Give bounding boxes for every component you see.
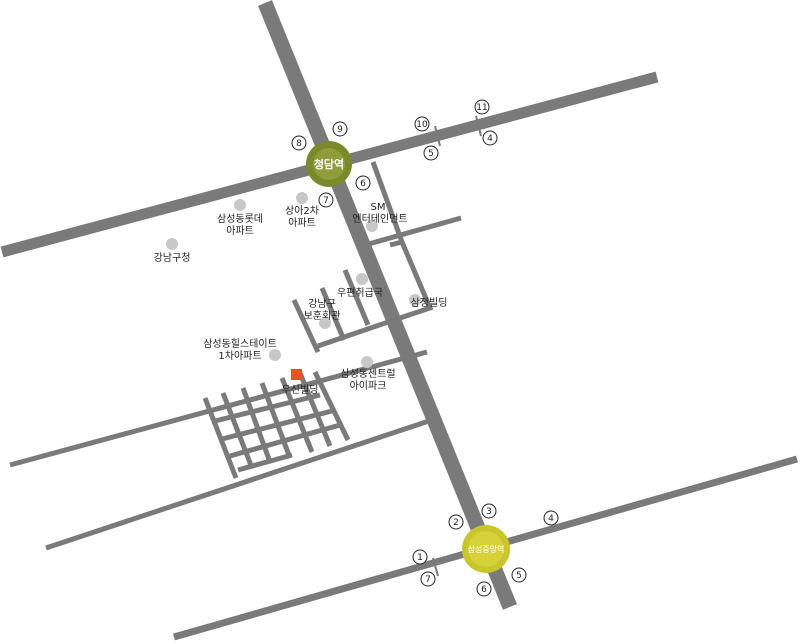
exit-9: 9	[337, 125, 343, 135]
label-lotte-1: 삼성동롯데	[217, 213, 263, 225]
label-bohun-1: 강남구	[308, 298, 336, 310]
exit-1b: 1	[417, 553, 423, 563]
exit-7b: 7	[425, 575, 431, 585]
road-samjeong-loop	[317, 161, 434, 349]
road-post	[342, 269, 371, 326]
road-main-diagonal	[258, 0, 517, 610]
exit-6: 6	[360, 179, 366, 189]
poi-bohun	[319, 317, 331, 329]
label-sanga-2: 아파트	[288, 217, 316, 229]
road-sm-branch	[364, 215, 462, 248]
label-hills-2: 1차아파트	[218, 350, 261, 362]
poi-hills	[269, 349, 281, 361]
exit-7: 7	[323, 196, 329, 206]
exit-6b: 6	[481, 585, 487, 595]
label-post: 우편취급국	[337, 287, 383, 299]
road-mid-upper	[9, 349, 428, 468]
road-bohun-2	[319, 287, 347, 341]
exit-11: 11	[476, 103, 487, 113]
station-samseong-label: 삼성중앙역	[468, 544, 505, 554]
exit-3b: 3	[486, 507, 492, 517]
label-sanga-1: 상아2차	[285, 205, 319, 217]
label-samjeong: 삼정빌딩	[411, 297, 448, 309]
label-bohun-2: 보훈회관	[304, 309, 341, 322]
poi-post	[356, 273, 368, 285]
label-central-1: 삼성동센트럴	[340, 367, 395, 380]
poi-sanga	[296, 192, 308, 204]
station-cheongdam-label: 청담역	[314, 157, 344, 171]
poi-central	[361, 356, 373, 368]
label-sm-2: 엔터테인먼트	[352, 213, 407, 225]
poi-samjeong	[409, 294, 421, 306]
target-building-marker	[291, 369, 302, 380]
label-gangnam-office: 강남구청	[154, 252, 191, 264]
exit-numbers	[291, 99, 559, 597]
exit-2b: 2	[453, 518, 459, 528]
label-target: 우신빌딩	[282, 384, 319, 396]
label-hills-1: 삼성동힐스테이트	[203, 337, 277, 350]
label-central-2: 아이파크	[350, 380, 387, 392]
road-mid-lower	[45, 417, 433, 551]
poi-sm	[366, 220, 378, 232]
secondary-roads	[9, 161, 462, 551]
exit-4b: 4	[548, 514, 554, 524]
exit-10: 10	[416, 120, 428, 130]
label-lotte-2: 아파트	[226, 225, 254, 237]
exit-5b: 5	[516, 571, 522, 581]
station-cheongdam: 청담역	[306, 141, 352, 187]
poi-dots	[166, 192, 421, 368]
poi-lotte	[234, 199, 246, 211]
label-sm-1: SM	[371, 202, 386, 213]
exit-4: 4	[487, 134, 493, 144]
poi-gangnam-office	[166, 238, 178, 250]
exit-8: 8	[296, 139, 302, 149]
exit-5: 5	[428, 149, 434, 159]
road-bohun-1	[291, 298, 321, 354]
station-samseong-jungang: 삼성중앙역	[462, 525, 510, 573]
